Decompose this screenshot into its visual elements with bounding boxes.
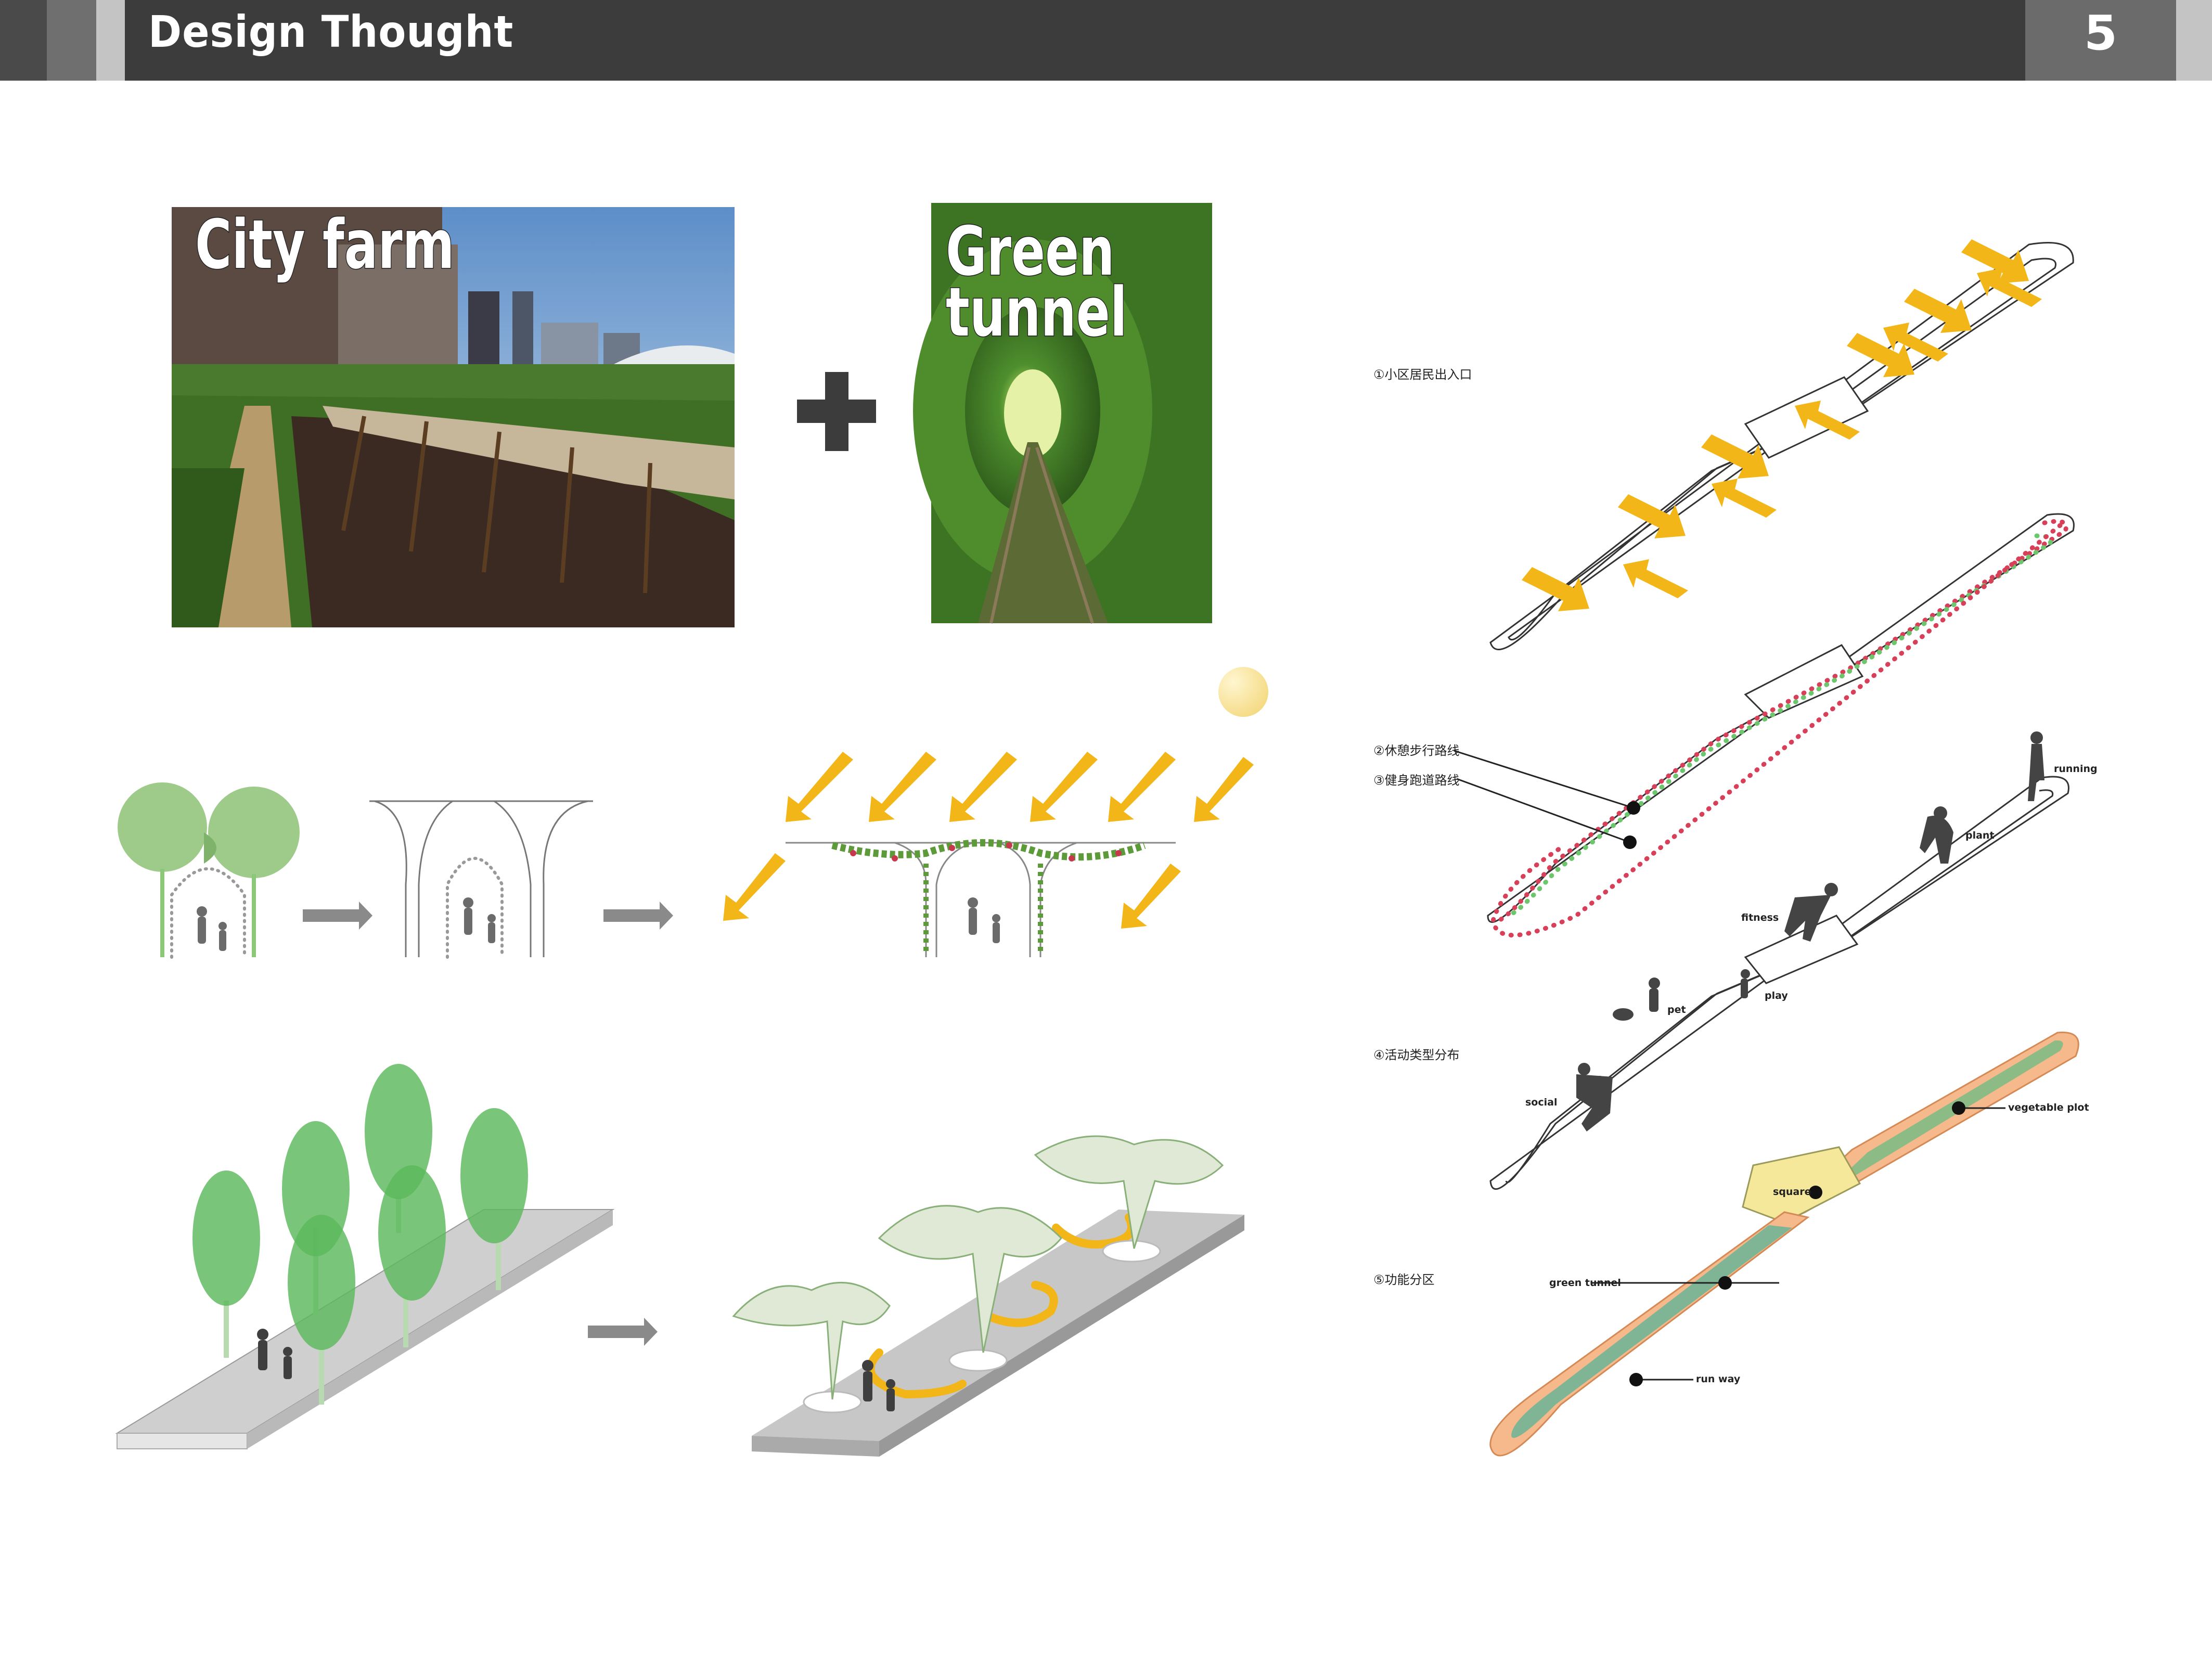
zone-label: vegetable plot	[2008, 1102, 2089, 1113]
header-stripe	[0, 0, 47, 81]
zone-label: green tunnel	[1549, 1277, 1621, 1289]
zone-label: run way	[1696, 1373, 1741, 1385]
page-number-box	[2025, 0, 2176, 81]
entrance-arrows	[1522, 239, 2042, 611]
green-tunnel-label: Green	[945, 212, 1115, 291]
city-farm-photo	[172, 207, 735, 627]
sunlight-arrows	[723, 752, 1254, 929]
route-plan	[1454, 513, 2075, 938]
activity-label: pet	[1667, 1004, 1686, 1015]
activity-label: social	[1525, 1097, 1558, 1108]
arrow-right-icon	[588, 1318, 658, 1346]
vine-arch-diagram	[786, 839, 1176, 957]
activity-label: play	[1765, 990, 1788, 1001]
step-label: ⑤功能分区	[1373, 1272, 1435, 1287]
header-stripe	[2176, 0, 2212, 81]
zone-label: square	[1773, 1186, 1811, 1198]
step-label: ①小区居民出入口	[1373, 367, 1472, 382]
plus-icon	[797, 372, 876, 451]
activity-label: fitness	[1741, 912, 1779, 923]
tree-pair-diagram	[118, 782, 300, 959]
activity-label: running	[2054, 763, 2098, 775]
arrow-right-icon	[303, 902, 372, 930]
city-farm-label: City farm	[195, 205, 455, 284]
header-stripe	[96, 0, 125, 81]
activity-label: plant	[1965, 830, 1995, 841]
green-tunnel-photo	[913, 203, 1212, 624]
page-title: Design Thought	[148, 6, 514, 57]
activity-people	[1576, 731, 2044, 1131]
tree-platform-diagram	[115, 1064, 615, 1449]
vine-platform-diagram	[732, 1135, 1244, 1457]
step-label: ④活动类型分布	[1373, 1048, 1460, 1062]
sun-icon	[1218, 667, 1268, 717]
zone-plan	[1489, 1032, 2079, 1457]
header-bar	[0, 0, 2212, 81]
header-stripe	[47, 0, 96, 81]
step-label: ③健身跑道路线	[1373, 773, 1460, 788]
step-label: ②休憩步行路线	[1373, 743, 1460, 758]
page-number: 5	[2084, 5, 2117, 61]
arch-frame-diagram	[369, 800, 593, 959]
arrow-right-icon	[603, 902, 673, 930]
green-tunnel-label: tunnel	[945, 273, 1128, 352]
